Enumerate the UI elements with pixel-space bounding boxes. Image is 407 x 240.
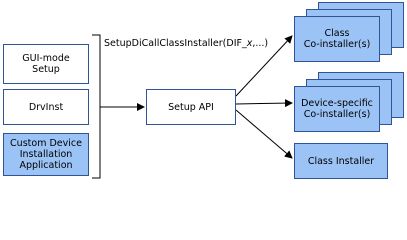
- custom-device-installation-application-label: Custom Device Installation Application: [10, 138, 82, 171]
- setup-api-to-class-coinstaller-arrow: [235, 35, 293, 97]
- device-specific-coinstaller-box: Device-specific Co-installer(s): [294, 86, 380, 132]
- connector-lines: [92, 34, 293, 179]
- setup-api-to-device-coinstaller-arrow: [235, 99, 293, 108]
- setupdi-call-label: SetupDiCallClassInstaller(DIF_x,...): [104, 38, 268, 49]
- gui-mode-setup-label: GUI-mode Setup: [22, 53, 70, 75]
- device-specific-coinstaller-label: Device-specific Co-installer(s): [301, 98, 373, 120]
- setup-api-box: Setup API: [146, 89, 236, 125]
- drvinst-label: DrvInst: [28, 101, 64, 113]
- custom-device-installation-application-box: Custom Device Installation Application: [3, 133, 89, 176]
- setup-api-label: Setup API: [168, 101, 214, 113]
- drvinst-box: DrvInst: [3, 89, 89, 125]
- call-rest-text: ,...): [252, 38, 269, 49]
- class-installer-box: Class Installer: [294, 143, 388, 179]
- caller-bracket: [92, 34, 101, 179]
- gui-mode-setup-box: GUI-mode Setup: [3, 44, 89, 84]
- class-installer-label: Class Installer: [307, 155, 375, 167]
- call-param-text: x: [246, 38, 253, 49]
- class-coinstaller-label: Class Co-installer(s): [303, 28, 371, 50]
- installer-diagram: GUI-mode Setup DrvInst Custom Device Ins…: [3, 2, 404, 179]
- setup-api-to-class-installer-arrow: [235, 109, 293, 159]
- call-function-text: SetupDiCallClassInstaller(DIF_: [104, 38, 247, 49]
- class-coinstaller-box: Class Co-installer(s): [294, 16, 380, 62]
